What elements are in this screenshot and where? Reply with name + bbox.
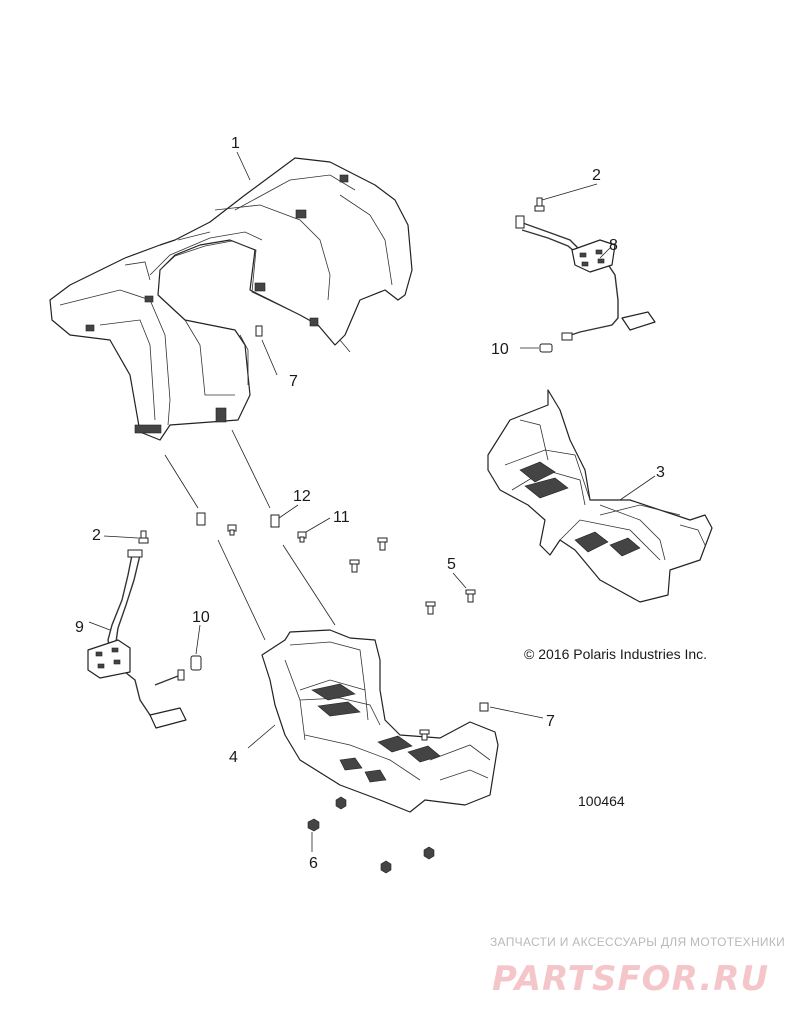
bolt-5-a [377, 537, 388, 551]
callout-labels: 1 2 8 10 7 3 12 11 2 5 10 9 7 4 6 [75, 135, 665, 872]
callout-9: 9 [75, 619, 84, 636]
bolt-5-e [419, 729, 430, 741]
callout-7-lower: 7 [546, 713, 555, 730]
callout-2-left: 2 [92, 527, 101, 544]
watermark-tagline: ЗАПЧАСТИ И АКСЕССУАРЫ ДЛЯ МОТОТЕХНИКИ [490, 935, 785, 949]
support-bracket-right [515, 215, 656, 341]
watermark-logo: PARTSFOR.RU [492, 959, 769, 999]
callout-11: 11 [333, 509, 350, 526]
bolt-5-d [465, 589, 476, 603]
rear-fender-part [49, 157, 413, 441]
hardware-pieces [138, 197, 553, 874]
nut-6-c [423, 846, 435, 860]
callout-2-top: 2 [592, 167, 601, 184]
nut-6-a [307, 818, 320, 832]
callout-12: 12 [293, 488, 311, 505]
callout-7-upper: 7 [289, 373, 298, 390]
bolt-2-left [138, 530, 149, 544]
copyright-notice: © 2016 Polaris Industries Inc. [524, 646, 707, 662]
spacer-10-top [539, 343, 553, 353]
watermark: ЗАПЧАСТИ И АКСЕССУАРЫ ДЛЯ МОТОТЕХНИКИ PA… [490, 935, 785, 999]
callout-10-top: 10 [491, 341, 509, 358]
screw-7-upper [255, 325, 263, 337]
callout-6: 6 [309, 855, 318, 872]
support-bracket-left [87, 549, 187, 729]
rivet-11-b [297, 531, 307, 543]
callout-8: 8 [609, 237, 618, 254]
bolt-5-b [349, 559, 360, 573]
clip-12-b [270, 514, 280, 528]
right-footwell-part [261, 629, 499, 813]
nut-6-b [335, 796, 347, 810]
callout-10-left: 10 [192, 609, 210, 626]
screw-7-lower [479, 702, 489, 712]
callout-3: 3 [656, 464, 665, 481]
callout-1: 1 [231, 135, 240, 152]
bolt-2-top [534, 197, 545, 212]
diagram-number: 100464 [578, 793, 625, 809]
left-footwell-part [487, 389, 713, 603]
nut-6-d [380, 860, 392, 874]
leader-lines [88, 151, 656, 852]
spacer-10-left [190, 655, 202, 671]
clip-12-a [196, 512, 206, 526]
rivet-11-a [227, 524, 237, 536]
callout-4: 4 [229, 749, 238, 766]
callout-5: 5 [447, 556, 456, 573]
bolt-5-c [425, 601, 436, 615]
